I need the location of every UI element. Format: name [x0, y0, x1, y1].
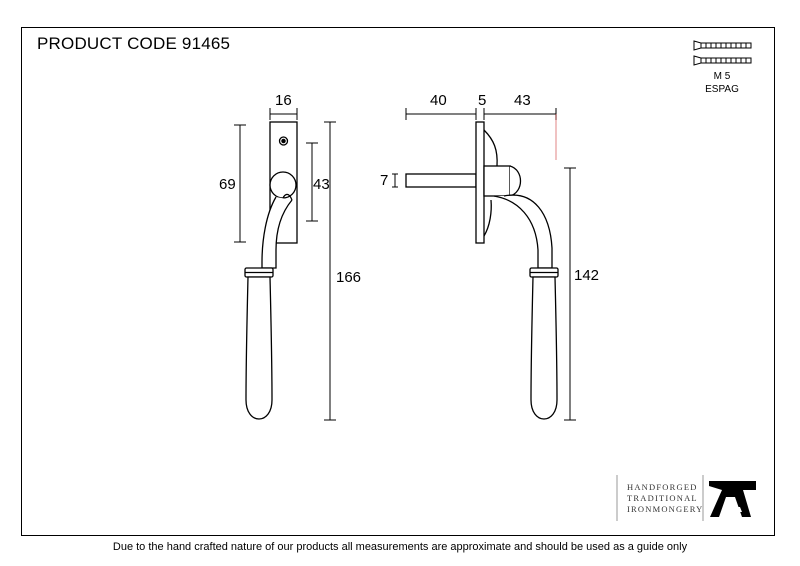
- screw-type: ESPAG: [705, 84, 739, 95]
- brand-line-3: IRONMONGERY: [627, 504, 704, 514]
- dim-height-142: 142: [574, 267, 600, 284]
- drawing-frame: [21, 27, 775, 536]
- dim-height-43: 43: [313, 176, 330, 193]
- dim-height-69: 69: [219, 176, 236, 193]
- handle-boss: [269, 171, 297, 199]
- dim-spindle-7: 7: [380, 172, 389, 189]
- side-view-handle: [405, 121, 559, 420]
- brand-line-1: HANDFORGED: [627, 482, 698, 492]
- dim-depth-5: 5: [478, 92, 487, 109]
- dim-width-16: 16: [275, 92, 292, 109]
- screw-size: M 5: [713, 71, 731, 82]
- brand-line-2: TRADITIONAL: [627, 493, 698, 503]
- dim-depth-40: 40: [430, 92, 447, 109]
- disclaimer-note: Due to the hand crafted nature of our pr…: [112, 541, 688, 553]
- product-code: PRODUCT CODE 91465: [37, 34, 231, 53]
- side-dimensions: [392, 108, 576, 421]
- spindle: [405, 173, 477, 188]
- side-backplate: [475, 121, 485, 244]
- screw-hole: [278, 136, 289, 146]
- dim-height-166: 166: [336, 269, 362, 286]
- screw-icon: [693, 40, 752, 66]
- brand-divider: [616, 475, 704, 521]
- anvil-logo-icon: [709, 481, 756, 517]
- front-dimensions: [234, 108, 336, 421]
- brand-text: HANDFORGED TRADITIONAL IRONMONGERY: [627, 482, 703, 515]
- front-view-handle: [244, 121, 298, 420]
- screw-spec: M 5 ESPAG: [693, 70, 751, 96]
- dim-depth-43: 43: [514, 92, 531, 109]
